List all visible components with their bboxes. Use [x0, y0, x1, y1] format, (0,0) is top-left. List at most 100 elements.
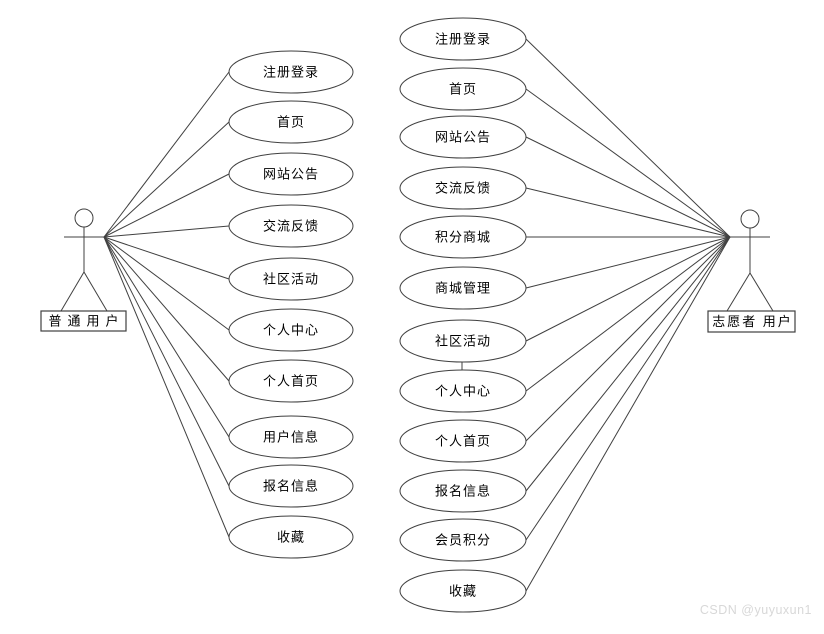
use-case: 交流反馈: [399, 166, 527, 210]
use-case-label: 注册登录: [263, 65, 319, 80]
actor-leg-right: [749, 272, 774, 312]
use-case-ellipse: [399, 215, 527, 259]
use-case: 个人首页: [399, 419, 527, 463]
use-case-ellipse: [228, 100, 354, 144]
use-case-ellipse: [399, 17, 527, 61]
use-case-label: 交流反馈: [263, 219, 319, 234]
association-volunteer-user-10: [525, 236, 731, 541]
association-normal-user-8: [103, 236, 230, 487]
use-case: 用户信息: [228, 415, 354, 459]
use-case-label: 个人首页: [263, 374, 319, 389]
association-normal-user-2: [103, 173, 230, 238]
association-volunteer-user-1: [525, 88, 731, 238]
actor-leg-left: [60, 271, 85, 312]
use-case: 个人中心: [399, 369, 527, 413]
association-volunteer-user-8: [525, 236, 731, 442]
association-volunteer-user-2: [525, 136, 731, 238]
use-case: 报名信息: [399, 469, 527, 513]
actor-head: [740, 209, 760, 229]
actor-leg-left: [726, 272, 751, 312]
use-case-column-1: 注册登录首页网站公告交流反馈积分商城商城管理社区活动个人中心个人首页报名信息会员…: [399, 17, 527, 613]
use-case-ellipse: [228, 464, 354, 508]
association-volunteer-user-7: [525, 236, 731, 392]
use-case: 报名信息: [228, 464, 354, 508]
use-case: 注册登录: [228, 50, 354, 94]
use-case-ellipse: [228, 152, 354, 196]
use-case-ellipse: [399, 369, 527, 413]
use-case: 社区活动: [228, 257, 354, 301]
association-normal-user-5: [103, 236, 230, 331]
use-case-ellipse: [399, 67, 527, 111]
use-case-label: 个人中心: [435, 384, 491, 399]
use-case-ellipse: [228, 204, 354, 248]
actor-label: 志愿者 用户: [712, 314, 793, 329]
association-normal-user-6: [103, 236, 230, 382]
use-case: 网站公告: [399, 115, 527, 159]
use-case-ellipse: [399, 518, 527, 562]
use-case-label: 积分商城: [435, 230, 491, 245]
use-case-label: 网站公告: [435, 130, 491, 145]
use-case-ellipse: [228, 515, 354, 559]
use-case-label: 个人中心: [263, 323, 319, 338]
use-case-label: 社区活动: [263, 272, 319, 287]
use-case: 注册登录: [399, 17, 527, 61]
use-case-label: 首页: [449, 82, 477, 97]
use-case-ellipse: [228, 50, 354, 94]
use-case-ellipse: [228, 257, 354, 301]
use-case-label: 交流反馈: [435, 181, 491, 196]
actor-normal-user: 普通用户: [40, 208, 127, 332]
use-case: 商城管理: [399, 266, 527, 310]
association-volunteer-user-11: [525, 236, 731, 592]
association-normal-user-1: [103, 121, 230, 238]
use-case: 社区活动: [399, 319, 527, 363]
use-case-ellipse: [228, 308, 354, 352]
use-case-ellipse: [399, 569, 527, 613]
use-case-label: 报名信息: [263, 479, 319, 494]
association-volunteer-user-3: [525, 187, 731, 238]
use-case-label: 会员积分: [435, 533, 491, 548]
use-case: 个人中心: [228, 308, 354, 352]
watermark: CSDN @yuyuxun1: [699, 603, 812, 617]
use-case-ellipse: [399, 115, 527, 159]
association-lines: [103, 38, 731, 592]
association-normal-user-4: [103, 236, 230, 280]
use-case-ellipse: [399, 266, 527, 310]
use-case-ellipse: [399, 469, 527, 513]
actor-label-box: [40, 310, 127, 332]
use-case-label: 商城管理: [435, 281, 491, 296]
use-case-label: 网站公告: [263, 167, 319, 182]
association-normal-user-7: [103, 236, 230, 438]
association-normal-user-0: [103, 71, 230, 238]
use-case: 网站公告: [228, 152, 354, 196]
use-case: 收藏: [228, 515, 354, 559]
use-case-label: 首页: [277, 115, 305, 130]
actor-leg-right: [83, 271, 108, 312]
use-case: 首页: [228, 100, 354, 144]
use-case-ellipse: [399, 419, 527, 463]
use-case: 会员积分: [399, 518, 527, 562]
association-normal-user-9: [103, 236, 230, 538]
use-case-label: 收藏: [449, 584, 477, 599]
use-case-label: 报名信息: [435, 484, 491, 499]
association-volunteer-user-5: [525, 236, 731, 289]
use-case-ellipse: [399, 319, 527, 363]
use-case: 个人首页: [228, 359, 354, 403]
actor-label: 普通用户: [48, 314, 124, 329]
use-case: 首页: [399, 67, 527, 111]
use-case-label: 社区活动: [435, 334, 491, 349]
use-case-ellipse: [228, 359, 354, 403]
use-case-ellipse: [399, 166, 527, 210]
association-volunteer-user-0: [525, 38, 731, 238]
association-volunteer-user-6: [525, 236, 731, 342]
association-normal-user-3: [103, 225, 230, 238]
use-case: 积分商城: [399, 215, 527, 259]
actor-head: [74, 208, 94, 228]
use-case-label: 收藏: [277, 530, 305, 545]
use-case: 收藏: [399, 569, 527, 613]
use-case-label: 用户信息: [263, 430, 319, 445]
use-case-label: 个人首页: [435, 434, 491, 449]
use-case-label: 注册登录: [435, 32, 491, 47]
